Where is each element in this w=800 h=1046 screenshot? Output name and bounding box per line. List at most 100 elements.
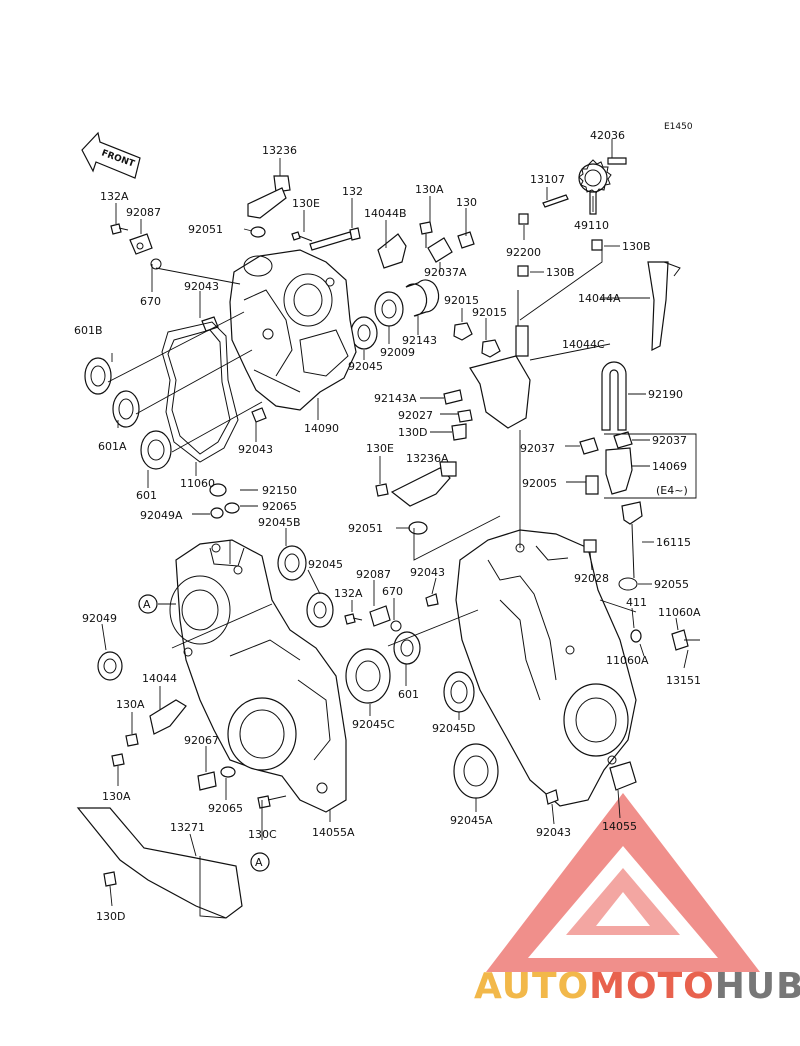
label-14044c: 14044C bbox=[562, 338, 605, 351]
gasket-11060-icon bbox=[161, 321, 239, 463]
pin-13107-icon bbox=[542, 194, 569, 208]
label-92049a: 92049A bbox=[140, 509, 183, 522]
label-14044: 14044 bbox=[142, 672, 177, 685]
small-hardware bbox=[110, 175, 603, 358]
label-92028: 92028 bbox=[574, 572, 609, 585]
label-92015-2: 92015 bbox=[472, 306, 507, 319]
label-92045-top: 92045 bbox=[348, 360, 383, 373]
label-92027: 92027 bbox=[398, 409, 433, 422]
marker-a-left-label: A bbox=[143, 598, 151, 611]
label-92055: 92055 bbox=[654, 578, 689, 591]
reference-marker-a-bottom: A bbox=[250, 852, 270, 872]
label-92143: 92143 bbox=[402, 334, 437, 347]
label-16115: 16115 bbox=[656, 536, 691, 549]
label-132: 132 bbox=[342, 185, 363, 198]
label-92043-bot: 92043 bbox=[536, 826, 571, 839]
label-130d-mid: 130D bbox=[398, 426, 427, 439]
leader-lines bbox=[101, 139, 689, 919]
bearings-left bbox=[84, 279, 440, 470]
label-14069: 14069 bbox=[652, 460, 687, 473]
label-130a-mid: 130A bbox=[116, 698, 145, 711]
label-92051-mid: 92051 bbox=[348, 522, 383, 535]
label-14055: 14055 bbox=[602, 820, 637, 833]
label-92037-l: 92037 bbox=[520, 442, 555, 455]
label-13236a: 13236A bbox=[406, 452, 449, 465]
watermark-text: AUTOMOTOHUB bbox=[474, 966, 800, 1007]
label-92043-mid2: 92043 bbox=[410, 566, 445, 579]
label-92200: 92200 bbox=[506, 246, 541, 259]
front-arrow: FRONT bbox=[81, 131, 141, 179]
label-e4: (E4~) bbox=[656, 484, 688, 497]
label-14044b: 14044B bbox=[364, 207, 407, 220]
label-92037-r: 92037 bbox=[652, 434, 687, 447]
label-92150: 92150 bbox=[262, 484, 297, 497]
label-130b-1: 130B bbox=[622, 240, 651, 253]
label-14055a: 14055A bbox=[312, 826, 355, 839]
label-411: 411 bbox=[626, 596, 647, 609]
label-130b-2: 130B bbox=[546, 266, 575, 279]
label-13107: 13107 bbox=[530, 173, 565, 186]
label-13271: 13271 bbox=[170, 821, 205, 834]
label-92037a: 92037A bbox=[424, 266, 467, 279]
label-130a-bot: 130A bbox=[102, 790, 131, 803]
label-130e-top: 130E bbox=[292, 197, 320, 210]
label-92015-1: 92015 bbox=[444, 294, 479, 307]
label-49110: 49110 bbox=[574, 219, 609, 232]
label-92143a: 92143A bbox=[374, 392, 417, 405]
label-130d-bot: 130D bbox=[96, 910, 125, 923]
label-92065-bot: 92065 bbox=[208, 802, 243, 815]
label-11060: 11060 bbox=[180, 477, 215, 490]
label-92005: 92005 bbox=[522, 477, 557, 490]
label-92045-mid: 92045 bbox=[308, 558, 343, 571]
plate-13271-icon bbox=[76, 807, 243, 919]
watermark-moto: MOTO bbox=[589, 966, 715, 1007]
lower-left-case-14055a bbox=[169, 539, 347, 813]
label-92045a: 92045A bbox=[450, 814, 493, 827]
watermark-hub: HUB bbox=[715, 966, 800, 1007]
label-11060a-1: 11060A bbox=[658, 606, 701, 619]
label-601a: 601A bbox=[98, 440, 127, 453]
lower-right-case-14055 bbox=[455, 529, 637, 807]
label-14044a: 14044A bbox=[578, 292, 621, 305]
label-92009: 92009 bbox=[380, 346, 415, 359]
label-132a-top: 132A bbox=[100, 190, 129, 203]
label-92087-mid: 92087 bbox=[356, 568, 391, 581]
bearings-lower bbox=[97, 483, 597, 809]
label-601b: 601B bbox=[74, 324, 103, 337]
label-11060a-2: 11060A bbox=[606, 654, 649, 667]
right-side-parts bbox=[375, 261, 700, 651]
label-130a-top: 130A bbox=[415, 183, 444, 196]
label-601-mid: 601 bbox=[398, 688, 419, 701]
label-92045b: 92045B bbox=[258, 516, 301, 529]
label-670-mid: 670 bbox=[382, 585, 403, 598]
label-42036: 42036 bbox=[590, 129, 625, 142]
watermark-auto: AUTO bbox=[474, 966, 589, 1007]
label-92067: 92067 bbox=[184, 734, 219, 747]
label-92045d: 92045D bbox=[432, 722, 475, 735]
marker-a-bottom-label: A bbox=[255, 856, 263, 869]
part-labels: E1450 13236 132A 92087 130E 132 130A 130… bbox=[74, 122, 701, 923]
gear-part-icon bbox=[578, 157, 627, 215]
label-92045c: 92045C bbox=[352, 718, 395, 731]
label-92087-top: 92087 bbox=[126, 206, 161, 219]
label-670-top: 670 bbox=[140, 295, 161, 308]
label-14090: 14090 bbox=[304, 422, 339, 435]
label-601: 601 bbox=[136, 489, 157, 502]
label-92065-top: 92065 bbox=[262, 500, 297, 513]
label-92043-mid: 92043 bbox=[238, 443, 273, 456]
watermark-logo bbox=[486, 793, 760, 972]
label-92049: 92049 bbox=[82, 612, 117, 625]
watermark-triangle-icon bbox=[486, 793, 760, 972]
label-92051-top: 92051 bbox=[188, 223, 223, 236]
label-13151: 13151 bbox=[666, 674, 701, 687]
label-92190: 92190 bbox=[648, 388, 683, 401]
label-92043-top: 92043 bbox=[184, 280, 219, 293]
label-132a-mid: 132A bbox=[334, 587, 363, 600]
diagram-code: E1450 bbox=[664, 122, 693, 132]
reference-marker-a-left: A bbox=[138, 594, 158, 614]
label-13236: 13236 bbox=[262, 144, 297, 157]
label-130-top: 130 bbox=[456, 196, 477, 209]
label-130e-mid: 130E bbox=[366, 442, 394, 455]
upper-cover-14090 bbox=[229, 249, 357, 411]
